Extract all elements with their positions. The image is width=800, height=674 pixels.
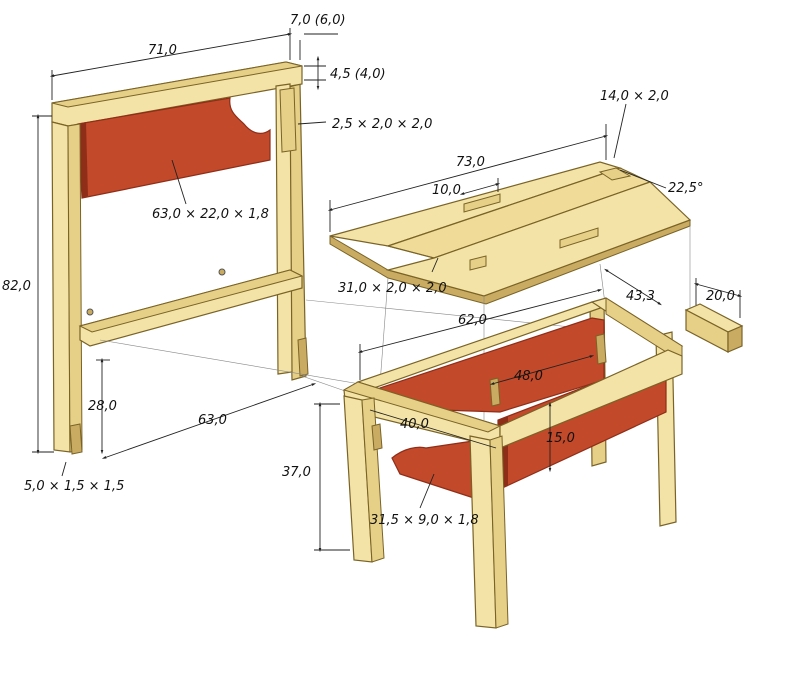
lid-cleat-2: [559, 227, 599, 249]
table-frame: [342, 297, 684, 629]
backrest-panel: [77, 97, 271, 199]
lid-batten-label: 14,0 × 2,0: [600, 89, 669, 104]
backrest-stretcher-height-label: 28,0: [88, 399, 117, 414]
backrest-post-label: 7,0 (6,0): [290, 13, 346, 28]
table-inner-label: 48,0: [514, 369, 543, 384]
lid-board-3: [385, 181, 692, 297]
screw-icon: [218, 268, 226, 276]
table-cleat: [371, 423, 383, 451]
lid-cleat-4: [469, 255, 487, 271]
backrest-front-post-left: [51, 121, 71, 453]
table-length-label: 62,0: [458, 313, 487, 328]
backrest-depth-label: 63,0: [198, 413, 227, 428]
lid-length-label: 73,0: [456, 155, 485, 170]
lid-angle-label: 22,5°: [668, 181, 703, 196]
table-width-label: 40,0: [400, 417, 429, 432]
table-dimensions: [314, 289, 603, 553]
backrest-foot-block: [69, 423, 83, 455]
table-cleat: [595, 333, 607, 365]
screw-icon: [86, 308, 94, 316]
backrest-dimensions: [32, 28, 338, 477]
table-end-panel: [391, 439, 481, 501]
lid-cleat-label: 31,0 × 2,0 × 2,0: [338, 281, 447, 296]
lid-slot-label: 10,0: [432, 183, 461, 198]
backrest-width-label: 71,0: [148, 43, 177, 58]
table-height-label: 37,0: [282, 465, 311, 480]
table-offset-label: 43,3: [626, 289, 655, 304]
backrest-cleat: [279, 87, 297, 153]
backrest-rail-label: 4,5 (4,0): [330, 67, 386, 82]
backrest-frame: [51, 61, 309, 455]
lid-dimensions: [327, 103, 743, 318]
table-panel-height-label: 15,0: [546, 431, 575, 446]
backrest-cleat-label: 2,5 × 2,0 × 2,0: [332, 117, 432, 132]
backrest-height-label: 82,0: [2, 279, 31, 294]
backrest-foot-block-label: 5,0 × 1,5 × 1,5: [24, 479, 124, 494]
table-block-label: 20,0: [706, 289, 735, 304]
backrest-panel-label: 63,0 × 22,0 × 1,8: [152, 207, 269, 222]
loose-block: [684, 303, 744, 353]
table-end-panel-label: 31,5 × 9,0 × 1,8: [370, 513, 479, 528]
